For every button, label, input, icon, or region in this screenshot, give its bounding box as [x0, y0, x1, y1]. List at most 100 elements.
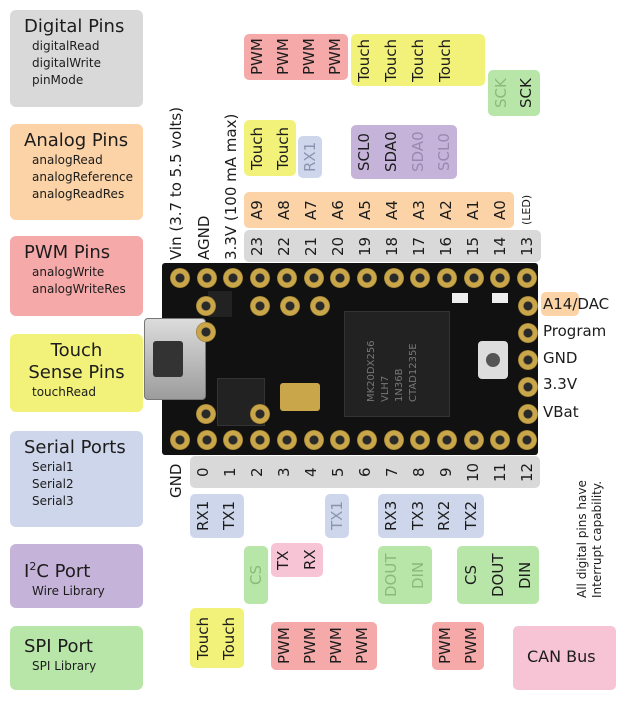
cs-label: CS [247, 565, 265, 585]
header-pin [330, 430, 351, 450]
header-pin [303, 268, 324, 288]
pwm-bottom-label: PWM [301, 627, 319, 665]
header-pin [463, 268, 484, 288]
analog-label: A0 [491, 200, 509, 220]
header-pin [517, 430, 538, 450]
top-pin-number: 23 [248, 236, 266, 256]
header-pin [517, 268, 538, 288]
bottom-pin-number: 7 [383, 467, 401, 477]
legend-item: Serial2 [32, 477, 74, 491]
pwm-bottom-a-band [271, 622, 377, 670]
header-pin [356, 268, 377, 288]
touch-top-band [351, 34, 485, 86]
crystal [280, 383, 320, 411]
led [492, 293, 508, 303]
rx1-label: RX1 [194, 500, 212, 532]
3v3-right-label: 3.3V [543, 375, 578, 393]
top-pin-band [244, 230, 541, 262]
header-pin [250, 268, 271, 288]
bottom-pin-number: 8 [410, 467, 428, 477]
header-pin [490, 430, 511, 450]
program-button[interactable] [478, 341, 508, 379]
top-pin-number: 17 [410, 236, 428, 256]
legend-item: digitalWrite [32, 56, 101, 70]
usb-connector [144, 318, 206, 400]
a14-band [541, 292, 579, 316]
analog-label: A8 [275, 200, 293, 220]
scl0-alt-label: SCL0 [435, 133, 453, 171]
rx3-label: RX3 [382, 500, 400, 532]
header-pin [518, 350, 538, 370]
legend-title: SPI Port [24, 636, 93, 657]
legend-item: analogReference [32, 170, 134, 184]
legend-title: I2C Port [24, 560, 91, 582]
legend-item: analogWrite [32, 265, 105, 279]
pwm-top-label: PWM [326, 38, 344, 76]
touch-mid-band [244, 120, 296, 176]
header-pin [437, 430, 457, 450]
legend-title: Serial Ports [24, 437, 126, 458]
can-bus-box [513, 626, 616, 690]
header-pin [280, 296, 300, 316]
header-pin [383, 430, 404, 450]
program-label: Program [543, 322, 607, 340]
tx1-alt-band [325, 494, 349, 538]
header-pin [356, 430, 377, 450]
legend-title: Analog Pins [24, 130, 129, 151]
gnd-bottom-label: GND [167, 463, 185, 499]
sda0-alt-label: SDA0 [409, 131, 427, 173]
header-pin [196, 296, 216, 316]
legend-title: Touch Sense Pins [28, 340, 125, 383]
i2c-top-band [351, 125, 457, 179]
sda0-label: SDA0 [382, 131, 400, 173]
scl0-label: SCL0 [355, 133, 373, 171]
analog-label: A3 [410, 200, 428, 220]
pwm-bottom-label: PWM [275, 627, 293, 665]
header-pin [223, 268, 244, 288]
bottom-pin-number: 9 [437, 467, 455, 477]
legend-touch-pins: Touch Sense Pins touchRead [10, 334, 143, 412]
spi-alt-band [378, 546, 432, 604]
header-pin [250, 404, 270, 424]
legend-item: analogReadRes [32, 187, 125, 201]
sck-band [488, 70, 540, 116]
top-pin-number: 15 [464, 236, 482, 256]
header-pin [330, 268, 351, 288]
legend-item: analogRead [32, 153, 103, 167]
legend-item: digitalRead [32, 39, 100, 53]
led-label: (LED) [520, 194, 533, 226]
bottom-pin-number: 4 [302, 467, 320, 477]
header-pin [196, 430, 217, 450]
cs-band [244, 546, 268, 604]
legend-item: Serial3 [32, 494, 74, 508]
txrx-band [271, 543, 323, 577]
touch-1-label: Touch [220, 616, 238, 660]
top-pin-number: 18 [383, 236, 401, 256]
cs2-label: CS [462, 565, 480, 585]
top-pin-number: 20 [329, 236, 347, 256]
touch-a8-label: Touch [274, 126, 292, 170]
pwm-bottom-b-band [432, 622, 484, 670]
legend-i2c-port: I2C Port Wire Library [10, 544, 143, 608]
analog-label: A1 [464, 200, 482, 220]
touch-bottom-band [190, 608, 244, 668]
header-pin [410, 430, 431, 450]
touch-a9-label: Touch [248, 126, 266, 170]
dout-label: DOUT [489, 553, 507, 597]
a14-dac-label: A14/DAC [543, 295, 610, 313]
header-pin [170, 430, 190, 450]
pwm-top-label: PWM [248, 38, 266, 76]
header-pin [276, 268, 297, 288]
rx1-top-label: RX1 [301, 141, 319, 173]
rx1-top-band [298, 136, 322, 178]
pwm-top-label: PWM [274, 38, 292, 76]
bottom-pin-number: 10 [464, 462, 482, 482]
header-pin [250, 430, 271, 450]
3v3-label: 3.3V (100 mA max) [222, 113, 240, 260]
legend-title: PWM Pins [24, 242, 111, 263]
legend-item: pinMode [32, 73, 84, 87]
top-pin-number: 19 [356, 236, 374, 256]
legend-item: SPI Library [32, 659, 97, 673]
